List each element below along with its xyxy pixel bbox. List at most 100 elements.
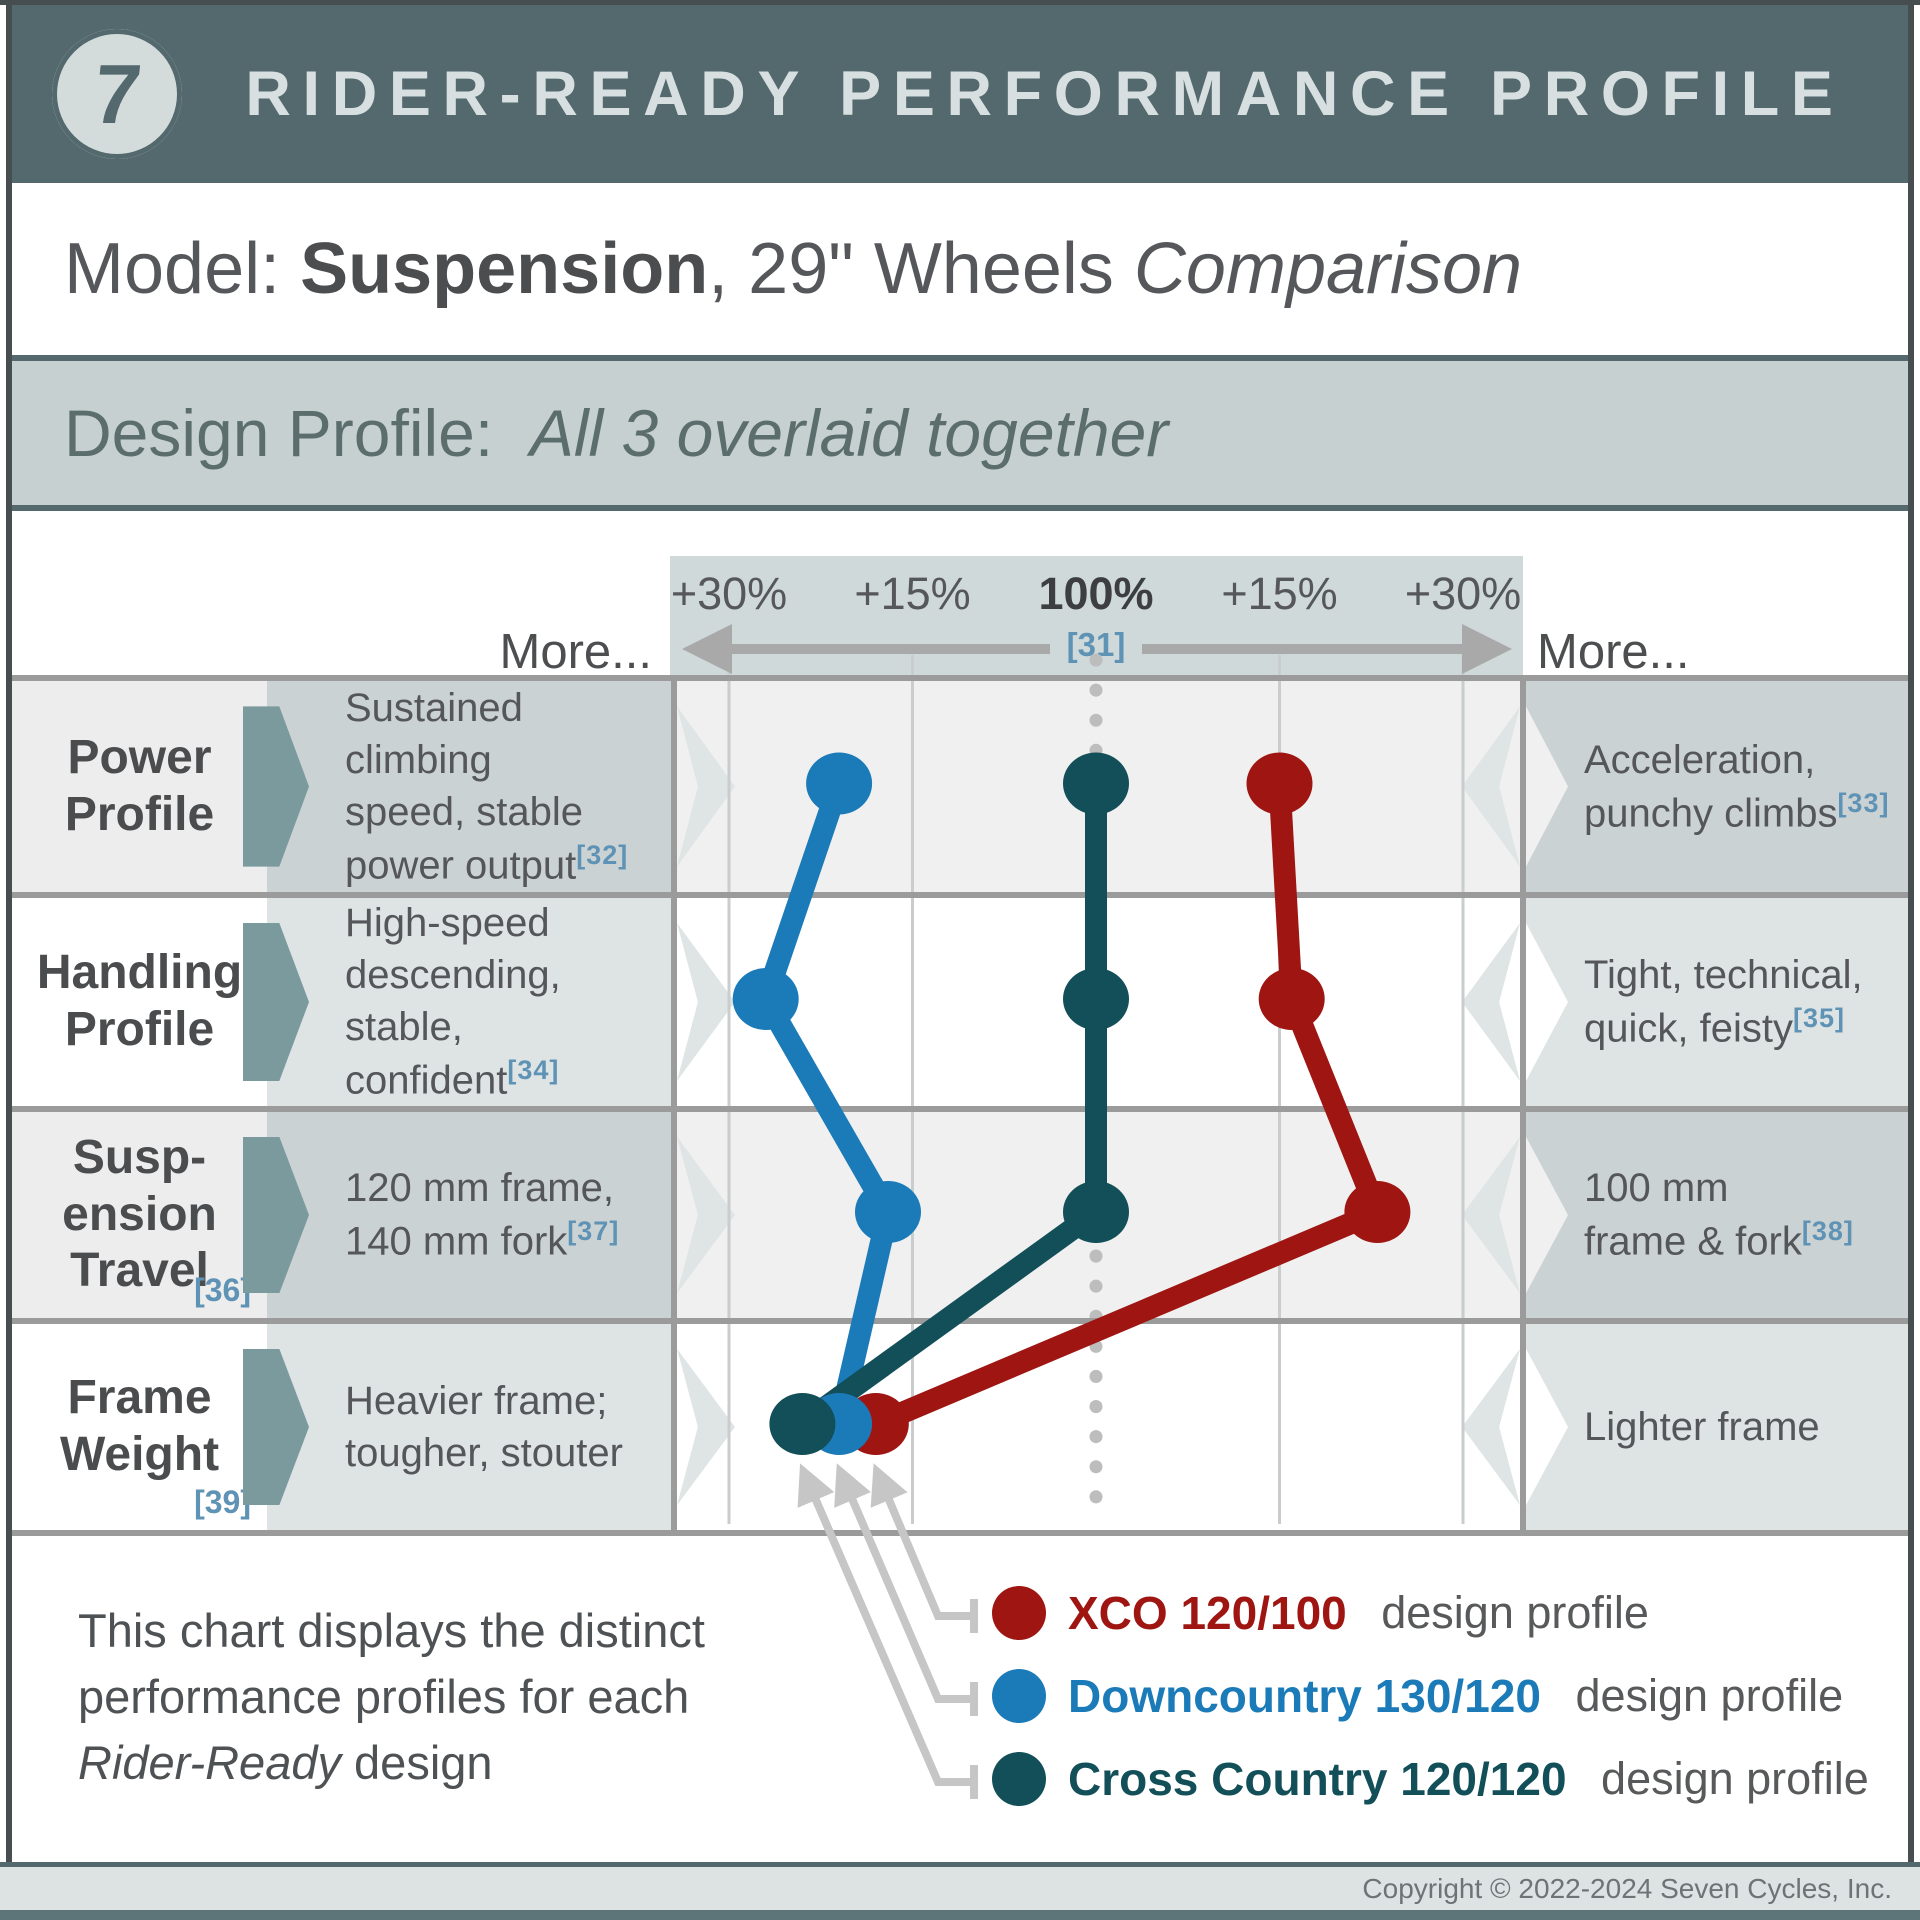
design-value: All 3 overlaid together: [529, 396, 1169, 470]
chevron-right-icon: [1462, 922, 1520, 1082]
page-border-right: [1908, 5, 1914, 1862]
legend-suffix-text: design profile: [1562, 1670, 1844, 1721]
legend-series-name: Cross Country 120/120: [1068, 1753, 1567, 1805]
divider-line: [12, 505, 1908, 511]
header-bar: 7 RIDER-READY PERFORMANCE PROFILE: [12, 5, 1908, 183]
left-description-text: Sustained climbing speed, stable power o…: [345, 685, 629, 888]
axis-tick-label: +15%: [1221, 568, 1338, 619]
footnote-ref: [32]: [576, 839, 629, 870]
axis-tick-label: +30%: [670, 568, 788, 619]
logo-seven-glyph: 7: [88, 47, 146, 141]
model-comparison: Comparison: [1133, 229, 1523, 309]
footnote-ref: [34]: [507, 1055, 560, 1086]
note-line-1: This chart displays the distinct: [78, 1604, 705, 1657]
row-border: [12, 1106, 1908, 1112]
legend-dot-icon: [992, 1586, 1046, 1640]
row-label-line: Profile: [64, 787, 215, 841]
axis-more-right-label: More...: [1537, 625, 1690, 679]
row-label-line: Weight: [59, 1428, 220, 1481]
footnote-ref: [36]: [194, 1272, 251, 1309]
notch-chevron-icon: [1526, 1136, 1568, 1294]
model-row: Model: Suspension, 29" Wheels Comparison: [12, 183, 1908, 355]
legend-dot-icon: [992, 1669, 1046, 1723]
design-profile-row: Design Profile: All 3 overlaid together: [12, 361, 1908, 505]
row-label-line: Travel: [70, 1244, 209, 1298]
row-left-description-3: Heavier frame; tougher, stouter: [267, 1324, 671, 1530]
row-label-line: Frame: [67, 1371, 212, 1425]
left-description-text: 120 mm frame, 140 mm fork[37]: [345, 1166, 620, 1264]
legend-dot-icon: [992, 1752, 1046, 1806]
row-right-description-3: Lighter frame: [1526, 1324, 1908, 1530]
notch-chevron-icon: [1526, 1348, 1568, 1506]
row-left-description-2: 120 mm frame, 140 mm fork[37]: [267, 1112, 671, 1318]
note-line-2: performance profiles for each: [78, 1669, 690, 1723]
model-name: Suspension: [300, 229, 709, 309]
legend-suffix-text: design profile: [1368, 1587, 1649, 1638]
legend-item-0: XCO 120/100 design profile: [992, 1586, 1649, 1640]
note-design: design: [340, 1735, 493, 1789]
right-description-text: Tight, technical, quick, feisty[35]: [1584, 953, 1863, 1051]
footer-border: [0, 1862, 1920, 1867]
page-border-top: [0, 0, 1920, 5]
footnote-ref: [35]: [1792, 1003, 1845, 1034]
right-description-text: Lighter frame: [1584, 1405, 1820, 1449]
right-description-text: Acceleration, punchy climbs[33]: [1584, 737, 1890, 836]
footnote-ref: [37]: [567, 1216, 620, 1247]
model-middle: , 29" Wheels: [708, 229, 1134, 309]
page-title: RIDER-READY PERFORMANCE PROFILE: [245, 59, 1845, 129]
axis-tick-label: +15%: [854, 568, 971, 619]
row-label-line: ension: [62, 1187, 217, 1241]
legend-series-name: Downcountry 130/120: [1068, 1670, 1541, 1722]
divider-line: [12, 355, 1908, 361]
row-border: [12, 892, 1908, 898]
row-left-description-0: Sustained climbing speed, stable power o…: [267, 681, 671, 892]
row-right-description-2: 100 mm frame & fork[38]: [1526, 1112, 1908, 1318]
chevron-right-icon: [1462, 1348, 1520, 1506]
seven-cycles-logo-icon: 7: [52, 29, 182, 159]
left-description-text: Heavier frame; tougher, stouter: [345, 1379, 623, 1475]
axis-more-left-label: More...: [499, 625, 652, 679]
axis-tick-label: +30%: [1404, 568, 1522, 619]
row-label-line: Profile: [64, 1003, 215, 1056]
row-border: [12, 1530, 1908, 1536]
page-border-left: [6, 5, 12, 1862]
row-right-description-1: Tight, technical, quick, feisty[35]: [1526, 898, 1908, 1106]
row-left-description-1: High-speed descending, stable, confident…: [267, 898, 671, 1106]
chevron-left-icon: [677, 1136, 735, 1294]
footnote-ref: [33]: [1837, 787, 1890, 818]
row-border: [12, 675, 1908, 681]
column-border: [1520, 675, 1526, 1536]
plot-cell-0: [677, 681, 1520, 892]
row-right-description-0: Acceleration, punchy climbs[33]: [1526, 681, 1908, 892]
copyright-text: Copyright © 2022-2024 Seven Cycles, Inc.: [1362, 1872, 1892, 1904]
note-line-3: Rider-Ready design: [78, 1730, 705, 1796]
footer-bottom-strip: [0, 1910, 1920, 1920]
chart-note: This chart displays the distinct perform…: [78, 1598, 705, 1795]
model-prefix: Model:: [64, 229, 301, 309]
note-rider-ready: Rider-Ready: [78, 1735, 341, 1789]
legend-item-2: Cross Country 120/120 design profile: [992, 1752, 1869, 1806]
legend-series-name: XCO 120/100: [1068, 1587, 1347, 1639]
row-label-line: Susp-: [72, 1131, 207, 1185]
plot-cell-2: [677, 1112, 1520, 1318]
right-description-text: 100 mm frame & fork[38]: [1584, 1166, 1854, 1264]
notch-chevron-icon: [1526, 706, 1568, 867]
chevron-left-icon: [677, 1348, 735, 1506]
plot-cell-1: [677, 898, 1520, 1106]
chevron-right-icon: [1462, 706, 1520, 867]
footer-bar: Copyright © 2022-2024 Seven Cycles, Inc.: [0, 1867, 1920, 1910]
chevron-right-icon: [1462, 1136, 1520, 1294]
notch-chevron-icon: [1526, 922, 1568, 1082]
chevron-left-icon: [677, 706, 735, 867]
left-description-text: High-speed descending, stable, confident…: [345, 901, 561, 1103]
axis-center-footnote: [31]: [1066, 626, 1126, 663]
footnote-ref: [38]: [1801, 1216, 1854, 1247]
legend-suffix-text: design profile: [1588, 1753, 1869, 1804]
axis-tick-label: 100%: [1038, 568, 1154, 619]
column-border: [671, 675, 677, 1536]
